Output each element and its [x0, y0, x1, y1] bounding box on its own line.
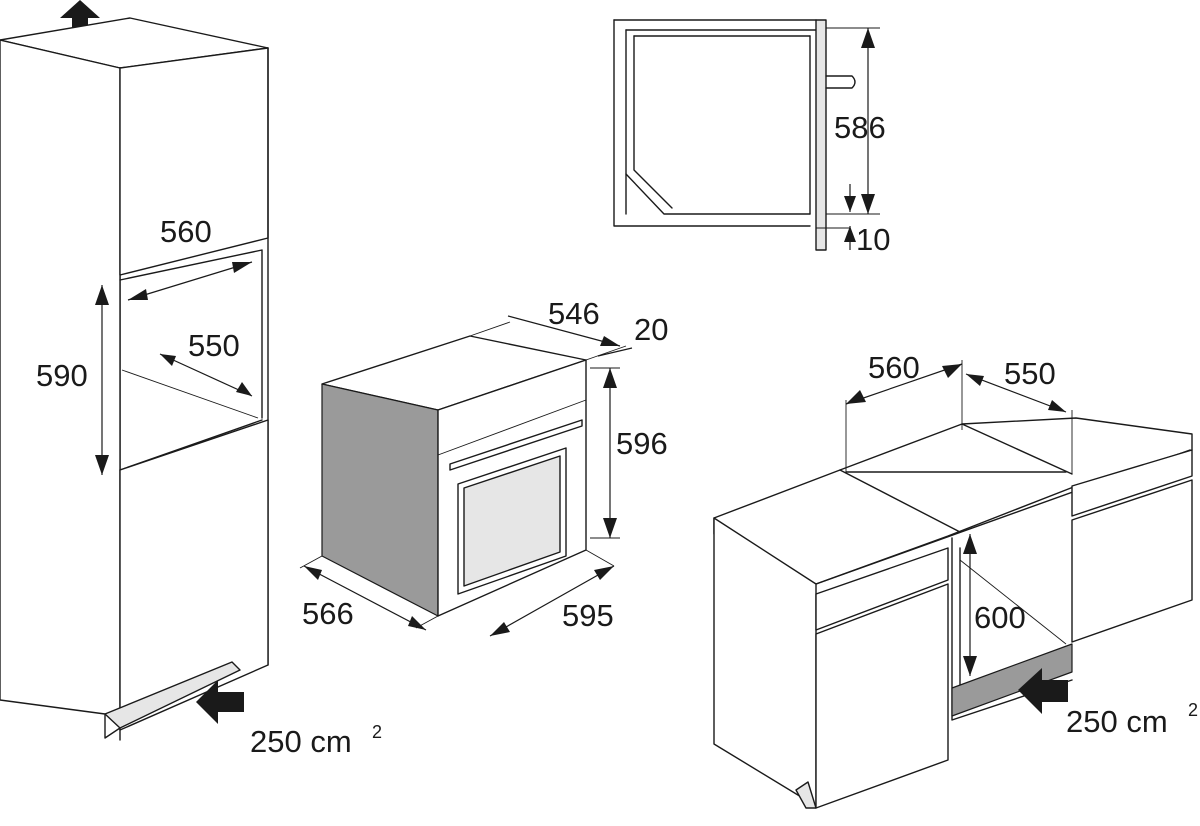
oven-width-label: 595 [562, 598, 614, 633]
section-height-label: 586 [834, 110, 886, 145]
air-outlet-arrow-icon [60, 0, 100, 36]
counter-air-inlet-arrow-icon [1018, 668, 1068, 714]
tall-cabinet-ventilation-label: 250 cm [250, 724, 352, 759]
counter-ventilation-sup: 2 [1188, 700, 1198, 720]
ventilation-grille [951, 643, 1073, 717]
oven-panel-depth-label: 20 [634, 312, 668, 347]
air-inlet-arrow-icon [196, 680, 244, 724]
tall-cabinet-depth-label: 550 [188, 328, 240, 363]
tall-cabinet: 560 550 590 250 cm 2 [0, 0, 382, 759]
section-gap-label: 10 [856, 222, 890, 257]
tall-cabinet-width-label: 560 [160, 214, 212, 249]
oven-top-depth-label: 546 [548, 296, 600, 331]
counter-depth-label: 550 [1004, 356, 1056, 391]
oven-side-panel [321, 383, 439, 617]
counter-height-label: 600 [974, 600, 1026, 635]
counter-width-label: 560 [868, 350, 920, 385]
lower-cabinet-door [119, 419, 269, 731]
right-cabinet-door [1071, 479, 1193, 643]
under-counter-cabinet: 560 550 600 250 cm 2 [713, 350, 1198, 809]
oven-door-handle [449, 419, 583, 471]
left-cabinet-door [815, 583, 949, 809]
counter-ventilation-label: 250 cm [1066, 704, 1168, 739]
oven: 546 20 596 566 595 [299, 296, 668, 637]
tall-cabinet-ventilation-sup: 2 [372, 722, 382, 742]
oven-height-label: 596 [616, 426, 668, 461]
side-section: 586 10 [613, 19, 890, 257]
tall-cabinet-height-label: 590 [36, 358, 88, 393]
oven-bottom-depth-label: 566 [302, 596, 354, 631]
